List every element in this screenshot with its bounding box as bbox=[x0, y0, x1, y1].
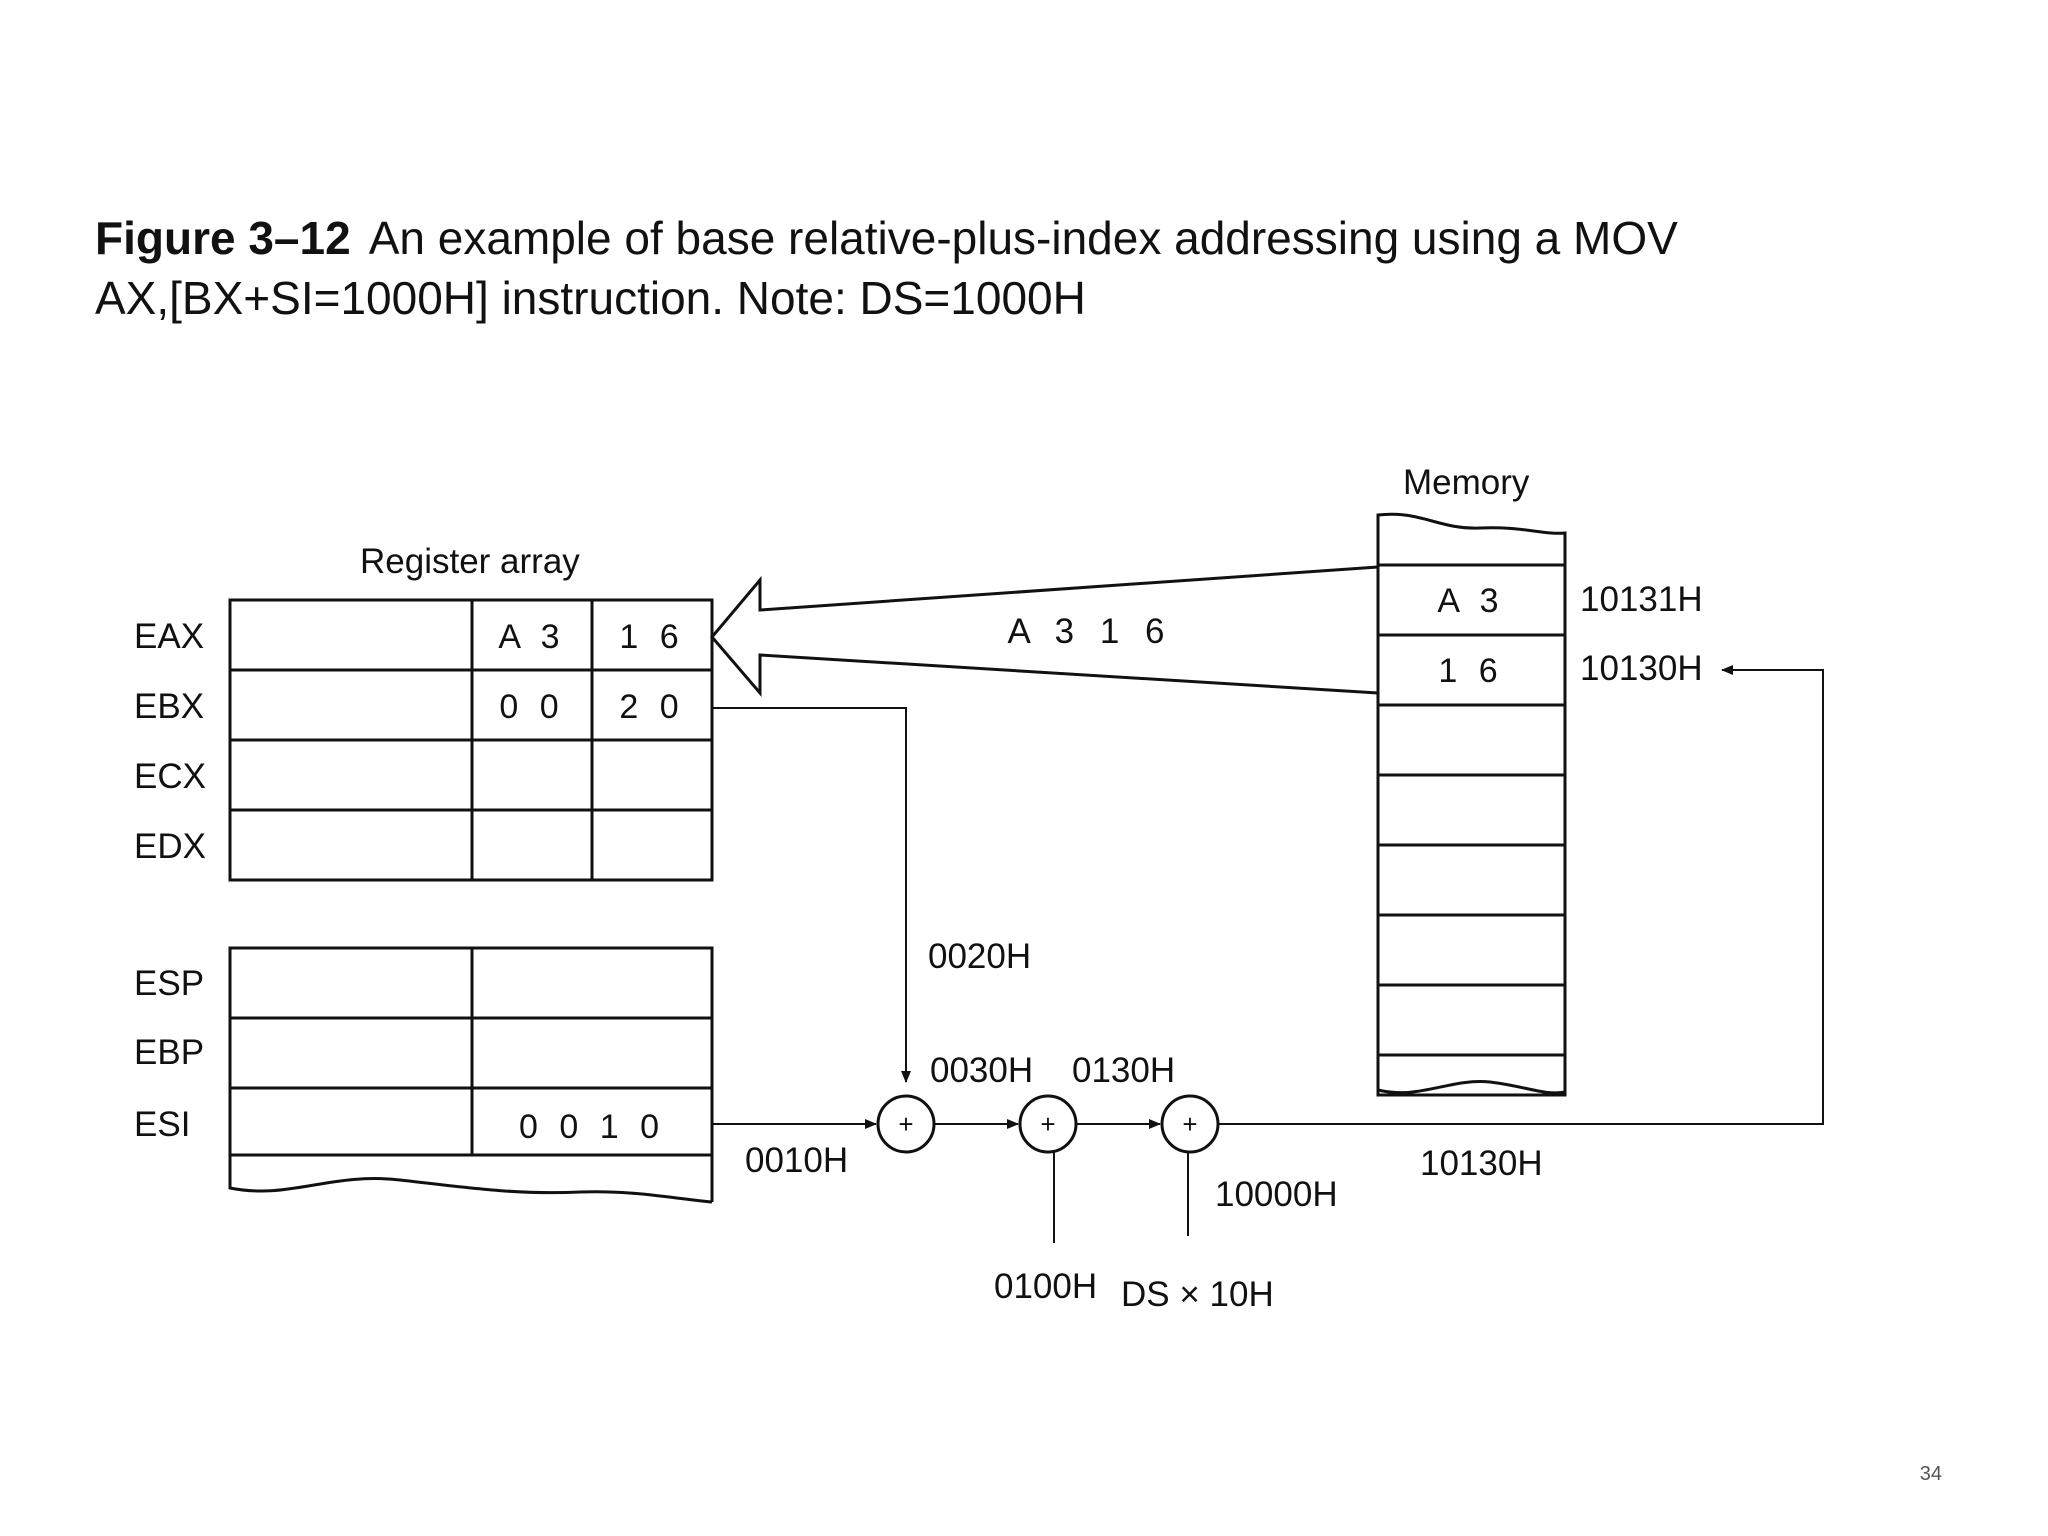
ebx-wire bbox=[712, 707, 911, 1083]
adder-2: + bbox=[1018, 1094, 1078, 1154]
eax-low-byte: 1 6 bbox=[619, 618, 684, 656]
segment-base-label: 10000H bbox=[1215, 1175, 1338, 1214]
ebx-low-byte: 2 0 bbox=[619, 688, 684, 726]
memory-cell-10131h: A 3 bbox=[1437, 582, 1504, 620]
slide-number: 34 bbox=[1919, 1463, 1942, 1485]
register-name-ecx: ECX bbox=[134, 757, 206, 796]
figure-caption: Figure 3–12 An example of base relative-p… bbox=[95, 208, 1678, 328]
adder-1: + bbox=[876, 1094, 936, 1154]
adder-2-symbol: + bbox=[1040, 1109, 1055, 1139]
bx-value-label: 0020H bbox=[928, 937, 1031, 976]
address-10130h: 10130H bbox=[1580, 649, 1703, 688]
adder-1-symbol: + bbox=[898, 1109, 913, 1139]
esi-value: 0 0 1 0 bbox=[519, 1108, 665, 1146]
data-transfer-label: A 3 1 6 bbox=[1008, 612, 1173, 651]
caption-text-1: An example of base relative-plus-index a… bbox=[368, 212, 1678, 264]
register-name-ebx: EBX bbox=[134, 687, 204, 726]
register-name-ebp: EBP bbox=[134, 1033, 204, 1072]
eax-high-byte: A 3 bbox=[498, 618, 565, 656]
si-value-label: 0010H bbox=[745, 1141, 848, 1180]
memory-block bbox=[1376, 512, 1567, 1097]
adder-3: + bbox=[1160, 1094, 1220, 1154]
caption-line-1: Figure 3–12 An example of base relative-p… bbox=[95, 208, 1678, 268]
register-array-top bbox=[228, 598, 714, 882]
segment-expression-label: DS × 10H bbox=[1121, 1275, 1274, 1314]
register-array-bottom bbox=[228, 946, 714, 1204]
displacement-label: 0100H bbox=[994, 1267, 1097, 1306]
memory-cell-10130h: 1 6 bbox=[1438, 652, 1503, 690]
register-name-edx: EDX bbox=[134, 827, 206, 866]
ebx-high-byte: 0 0 bbox=[499, 688, 564, 726]
register-name-esp: ESP bbox=[134, 964, 204, 1003]
memory-title: Memory bbox=[1403, 463, 1530, 502]
sum2-label: 0130H bbox=[1072, 1051, 1175, 1090]
effective-address-label: 10130H bbox=[1420, 1144, 1543, 1183]
effective-address-wire bbox=[1218, 665, 1824, 1125]
figure-label: Figure 3–12 bbox=[95, 212, 351, 264]
data-transfer-arrow bbox=[710, 565, 1379, 698]
register-name-eax: EAX bbox=[134, 617, 204, 656]
address-10131h: 10131H bbox=[1580, 580, 1703, 619]
adder-3-symbol: + bbox=[1182, 1109, 1197, 1139]
sum1-label: 0030H bbox=[930, 1051, 1033, 1090]
register-array-title: Register array bbox=[360, 542, 580, 581]
register-name-esi: ESI bbox=[134, 1105, 190, 1144]
caption-line-2: AX,[BX+SI=1000H] instruction. Note: DS=1… bbox=[95, 272, 1086, 324]
